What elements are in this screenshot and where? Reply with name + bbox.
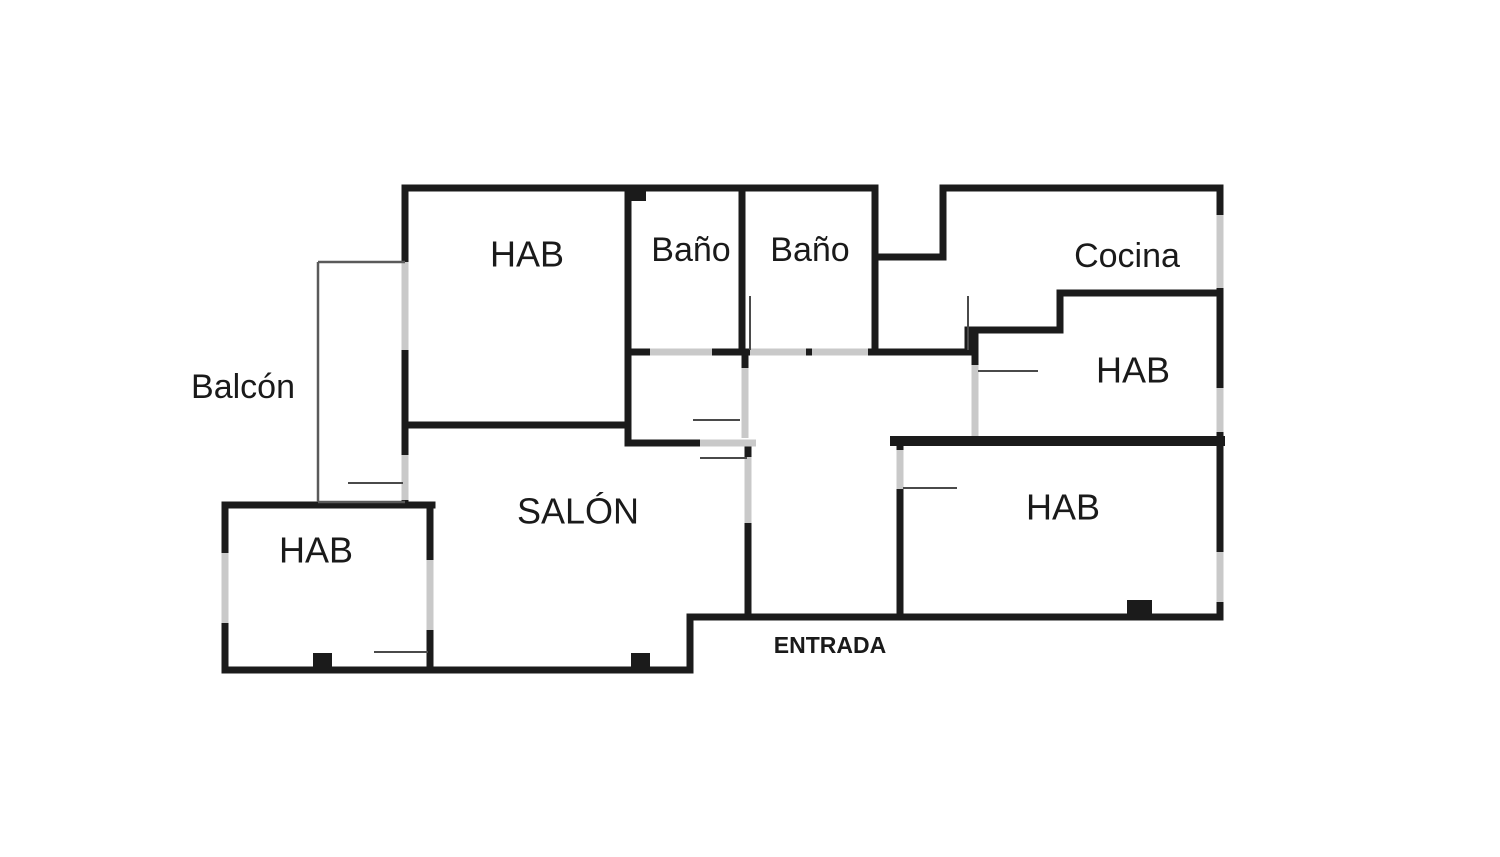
room-label-bano-left: Baño: [651, 231, 730, 269]
markers: [313, 189, 1152, 667]
column-marker: [631, 653, 650, 667]
balcony: [316, 260, 405, 504]
room-label-cocina: Cocina: [1074, 237, 1180, 275]
room-label-hab-bottom-right: HAB: [1026, 487, 1100, 528]
door-leaves: [348, 296, 1038, 653]
room-label-hab-top-left: HAB: [490, 234, 564, 275]
column-marker: [629, 189, 646, 201]
column-marker: [1127, 600, 1152, 614]
room-label-hab-bottom-left: HAB: [279, 530, 353, 571]
room-label-bano-right: Baño: [770, 231, 849, 269]
openings: [221, 215, 1224, 630]
room-label-hab-mid-right: HAB: [1096, 350, 1170, 391]
column-marker: [313, 653, 332, 667]
walls: [221, 184, 1225, 674]
room-label-balcon: Balcón: [191, 368, 295, 406]
room-labels: HAB Baño Baño Cocina HAB Balcón SALÓN HA…: [191, 231, 1180, 658]
room-label-salon: SALÓN: [517, 491, 639, 532]
entrada-label: ENTRADA: [774, 632, 886, 658]
